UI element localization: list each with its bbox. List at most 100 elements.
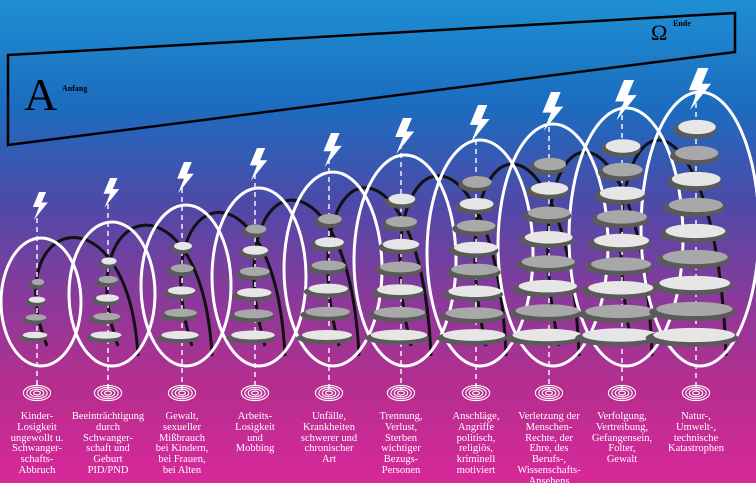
lightning-bolt-icon	[249, 148, 268, 181]
vortex-ring	[98, 275, 118, 284]
vortex-ring	[231, 330, 275, 340]
vortex-ring	[239, 266, 270, 276]
lightning-bolt-icon	[469, 105, 490, 143]
vortex-ring	[442, 329, 506, 341]
vortex-ring	[659, 275, 731, 291]
vortex-ring	[305, 306, 350, 317]
origin-spiral-icon	[386, 384, 416, 402]
stage-layer	[19, 68, 739, 402]
vortex-ring	[379, 261, 422, 273]
lightning-bolt-icon	[323, 133, 342, 168]
origin-spiral-icon	[681, 384, 711, 402]
origin-spiral-icon	[688, 388, 704, 398]
vortex-ring	[448, 285, 502, 298]
vortex-ring	[512, 328, 582, 342]
white-loop-layer	[0, 90, 756, 368]
origin-spiral-icon	[104, 390, 112, 396]
vortex-ring	[161, 330, 199, 340]
vortex-ring	[527, 206, 571, 220]
vortex-ring	[234, 309, 274, 319]
origin-spiral-icon	[174, 388, 190, 398]
origin-spiral-icon	[22, 384, 52, 402]
lightning-bolt-icon	[542, 92, 564, 131]
origin-spiral-icon	[26, 386, 48, 400]
vortex-ring	[376, 284, 424, 296]
vortex-ring	[521, 255, 575, 268]
origin-spiral-icon	[93, 384, 123, 402]
vortex-ring	[95, 294, 120, 302]
vortex-ring	[22, 331, 48, 339]
vortex-ring	[675, 145, 719, 161]
white-loop	[425, 138, 535, 368]
origin-spiral-icon	[29, 388, 45, 398]
origin-spiral-icon	[321, 388, 337, 398]
stage-label: Gewalt, sexueller Mißbrauch bei Kindern,…	[155, 411, 209, 476]
vortex-ring	[668, 197, 723, 213]
origin-spiral-icon	[167, 384, 197, 402]
vortex-ring	[311, 260, 346, 271]
dark-loop	[105, 223, 214, 357]
vortex-ring	[318, 214, 342, 224]
white-loop	[352, 153, 458, 368]
vortex-ring	[653, 327, 735, 343]
vortex-ring	[242, 245, 269, 255]
vortex-ring	[524, 231, 573, 244]
origin-spiral-icon	[100, 388, 116, 398]
arrow-start-letter: A	[24, 69, 57, 120]
vortex-ring	[236, 288, 272, 298]
vortex-ring	[385, 216, 418, 228]
vortex-ring	[164, 308, 197, 317]
vortex-ring	[582, 328, 658, 342]
origin-spiral-icon	[171, 386, 193, 400]
origin-spiral-icon	[390, 386, 412, 400]
origin-spiral-icon	[240, 384, 270, 402]
vortex-ring	[533, 157, 567, 171]
vortex-ring	[602, 162, 643, 177]
origin-spiral-icon	[251, 390, 259, 396]
vortex-ring	[656, 301, 733, 317]
lightning-bolt-icon	[177, 162, 194, 194]
vortex-ring	[585, 304, 656, 319]
arrow-end-label: Ende	[673, 19, 691, 28]
dark-loop	[252, 198, 361, 357]
lightning-bolt-icon	[395, 118, 415, 154]
origin-spiral-icon	[247, 388, 263, 398]
origin-spiral-icon	[465, 386, 487, 400]
origin-spiral-icon	[33, 390, 41, 396]
stage-label: Trennung, Verlust, Sterben wichtiger Bez…	[379, 411, 423, 476]
origin-spiral-icon	[472, 390, 480, 396]
stage-label: Verletzung der Menschen- Rechte, der Ehr…	[517, 411, 581, 487]
vortex-ring	[174, 241, 192, 251]
vortex-ring	[678, 119, 716, 135]
origin-spiral-icon	[397, 390, 405, 396]
vortex-ring	[167, 286, 196, 295]
vortex-ring	[308, 283, 348, 294]
vortex-ring	[101, 257, 117, 265]
vortex-ring	[599, 186, 645, 200]
origin-spiral-icon	[692, 390, 700, 396]
vortex-ring	[671, 171, 721, 187]
vortex-ring	[462, 176, 492, 188]
lightning-bolt-icon	[32, 192, 48, 221]
stage-label: Beeinträchtigung durch Schwanger- schaft…	[71, 411, 145, 476]
stage-label: Kinder- Losigkeit ungewollt u. Schwanger…	[10, 411, 64, 476]
origin-spiral-icon	[325, 390, 333, 396]
origin-spiral-icon	[244, 386, 266, 400]
vortex-ring	[662, 249, 728, 265]
vortex-ring	[451, 263, 500, 276]
white-loop	[0, 236, 83, 368]
vortex-ring	[373, 306, 426, 318]
origin-spiral-icon	[468, 388, 484, 398]
vortex-ring	[90, 331, 122, 339]
vortex-ring	[388, 193, 416, 205]
vortex-ring	[453, 241, 498, 254]
vortex-ring	[382, 238, 420, 250]
stage-label: Unfälle, Krankheiten schwerer und chroni…	[300, 411, 358, 466]
vortex-ring	[459, 198, 494, 210]
origin-spiral-icon	[538, 386, 560, 400]
vortex-ring	[591, 257, 652, 271]
vortex-ring	[530, 182, 569, 195]
vortex-ring	[445, 307, 504, 319]
stage-label: Anschläge, Angriffe politisch, religiös,…	[452, 411, 500, 476]
